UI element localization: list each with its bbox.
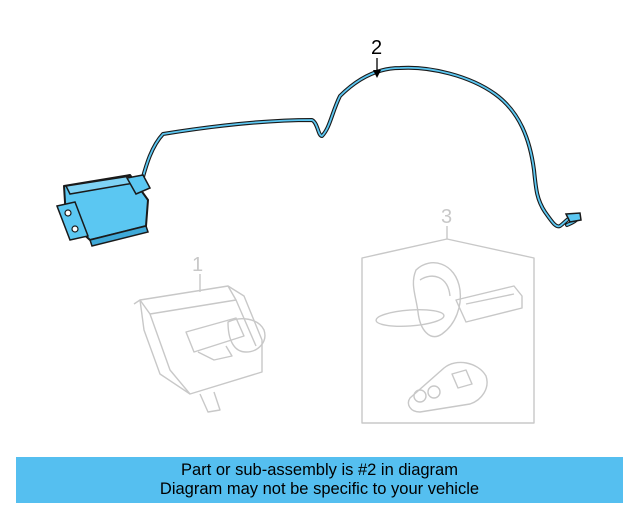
cable-outline [139,65,579,229]
callout-number-2: 2 [371,37,383,59]
callout-2-arrow [373,70,381,78]
module-connector [125,174,152,195]
cable-core [140,66,578,228]
info-banner: Part or sub-assembly is #2 in diagram Di… [16,457,623,503]
part-2-antenna-cable[interactable] [55,65,582,247]
part-3-box [361,238,535,424]
callout-number-3: 3 [441,206,453,228]
callout-number-1: 1 [192,254,204,276]
parts-diagram [55,58,582,424]
part-3-key-assembly[interactable] [361,226,535,424]
part-1-module[interactable] [133,274,266,413]
banner-line-1: Part or sub-assembly is #2 in diagram [181,461,458,479]
banner-line-2: Diagram may not be specific to your vehi… [159,480,480,498]
cable-end-connector [564,212,582,223]
antenna-module [55,174,152,247]
